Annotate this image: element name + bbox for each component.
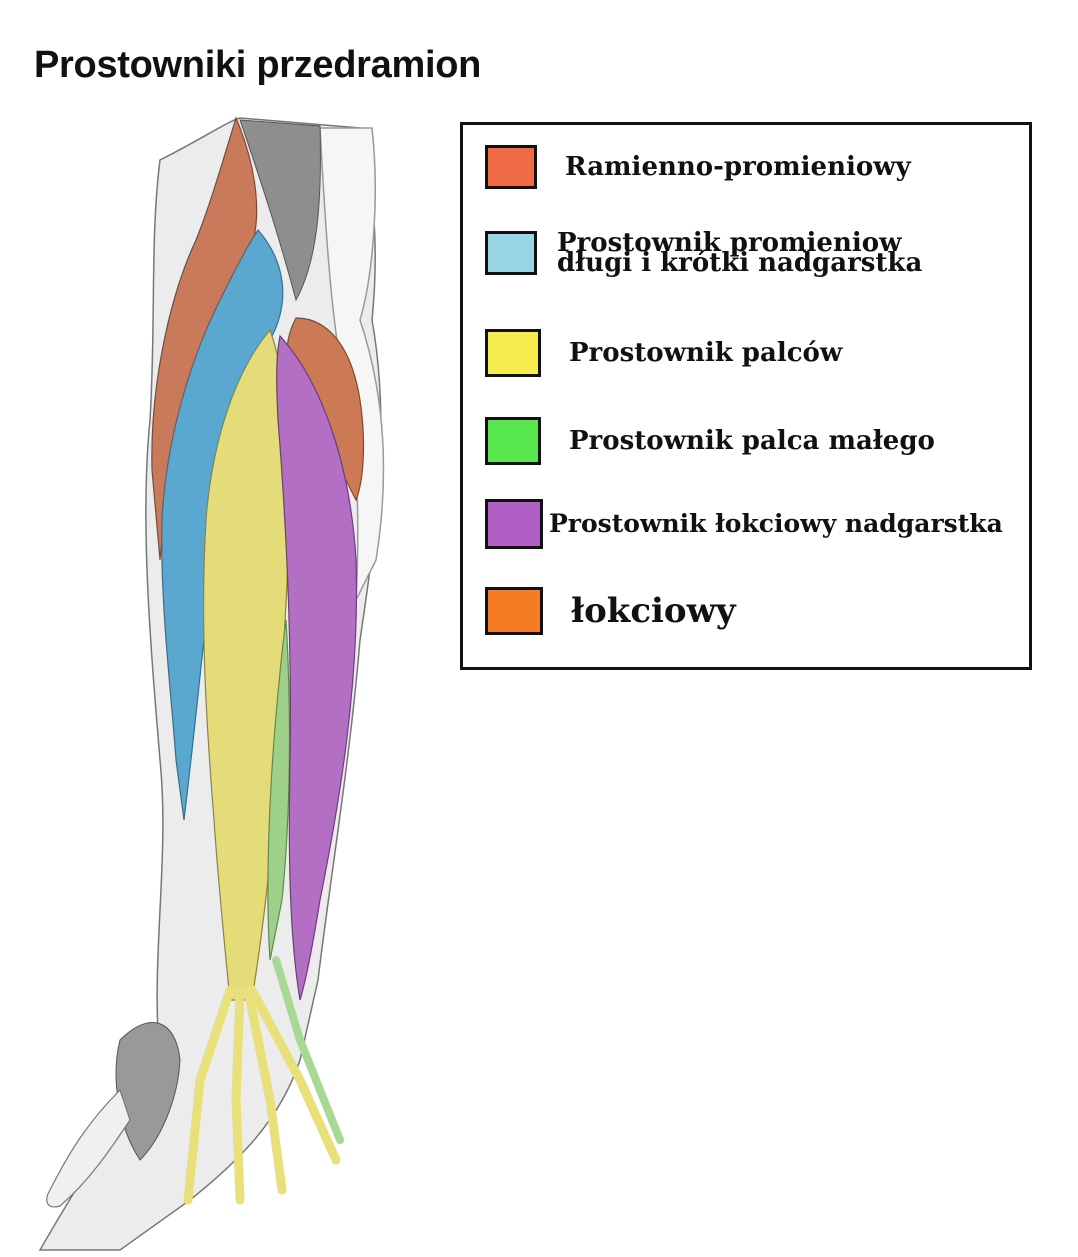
extensor-digiti-minimi-muscle: [267, 619, 291, 961]
legend-swatch-green: [485, 417, 541, 465]
legend-box: Ramienno-promieniowy Prostownik promieni…: [460, 122, 1032, 670]
forearm-illustration: [38, 116, 385, 1251]
legend-item-extensor-digitorum: Prostownik palców: [485, 329, 842, 377]
legend-label: Prostownik palca małego: [569, 426, 935, 456]
legend-swatch-blue: [485, 231, 537, 275]
extensor-digitorum-tendons: [183, 985, 341, 1205]
legend-label: łokciowy: [571, 591, 736, 631]
extensor-carpi-ulnaris-muscle: [276, 334, 358, 1001]
legend-item-anconeus: łokciowy: [485, 587, 736, 635]
legend-item-extensor-digiti-minimi: Prostownik palca małego: [485, 417, 935, 465]
legend-swatch-yellow: [485, 329, 541, 377]
legend-label: Prostownik promieniow długi i krótki nad…: [557, 230, 923, 278]
legend-label-line-2: długi i krótki nadgarstka: [557, 248, 923, 278]
triceps-tendon: [239, 119, 321, 302]
thumb-bone: [46, 1088, 131, 1208]
legend-item-extensor-carpi-ulnaris: Prostownik łokciowy nadgarstka: [485, 499, 1003, 549]
page-title: Prostowniki przedramion: [34, 44, 482, 86]
legend-swatch-purple: [485, 499, 543, 549]
legend-item-brachioradialis: Ramienno-promieniowy: [485, 145, 911, 189]
legend-item-extensor-carpi-radialis: Prostownik promieniow długi i krótki nad…: [485, 230, 923, 278]
legend-label: Prostownik palców: [569, 338, 843, 368]
legend-label: Prostownik łokciowy nadgarstka: [549, 509, 1003, 538]
extensor-digiti-minimi-tendon: [272, 956, 344, 1144]
legend-swatch-red: [485, 145, 537, 189]
legend-label: Ramienno-promieniowy: [565, 152, 911, 182]
legend-swatch-orange: [485, 587, 543, 635]
legend-label-line-1: Prostownik promieniow: [557, 228, 902, 258]
